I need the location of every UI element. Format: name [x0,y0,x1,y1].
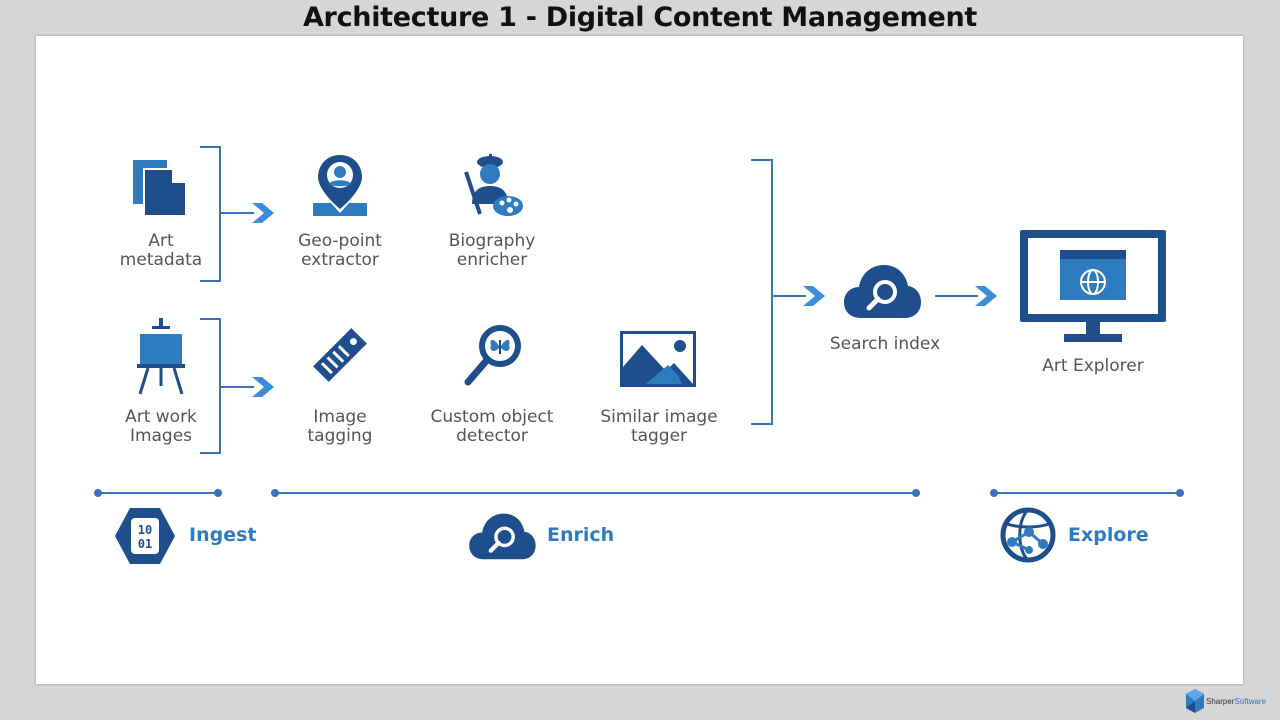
brand-text: SharperSoftware [1206,697,1266,706]
artist-palette-icon [464,154,523,216]
monitor-globe-icon [1020,230,1166,342]
node-label-line: tagging [307,426,373,446]
node-label-line: metadata [119,250,203,270]
node-label-line: detector [456,426,528,446]
landscape-image-icon [620,331,696,387]
map-pin-person-icon [313,155,367,216]
bracket-enrich-group [751,159,773,425]
node-art-metadata: Art metadata [101,232,221,270]
phase-label-ingest: Ingest [189,524,257,546]
node-biography-enricher: Biography enricher [432,232,552,270]
svg-text:01: 01 [138,537,152,551]
sharpersoftware-logo-icon [1186,689,1204,713]
node-label-line: enricher [456,250,528,270]
node-label-line: Art work [125,407,197,427]
node-label-line: Images [129,426,193,446]
node-label-line: Art [148,231,174,251]
magnifier-butterfly-icon [464,325,521,386]
node-label-line: Image [313,407,367,427]
phase-label-enrich: Enrich [547,524,615,546]
network-globe-icon [1000,507,1056,563]
binary-hexagon-icon: 10 01 [115,508,175,564]
tag-icon [313,328,367,382]
cloud-search-icon [469,513,536,560]
node-label-line: Similar image [600,407,718,427]
phase-label-explore: Explore [1068,524,1149,546]
node-custom-object-detector: Custom object detector [417,408,567,446]
node-label-line: extractor [301,250,379,270]
node-similar-image-tagger: Similar image tagger [584,408,734,446]
arrow-chevron-icon [252,203,274,223]
node-label-line: Biography [448,231,536,251]
easel-icon [137,318,185,395]
arrow-chevron-icon [252,377,274,397]
brand-text-part: Sharper [1206,697,1235,706]
page-title: Architecture 1 - Digital Content Managem… [302,2,978,33]
node-art-explorer: Art Explorer [1042,356,1144,376]
document-icon [133,160,187,217]
arrow-chevron-icon [803,286,825,306]
node-label-line: tagger [630,426,688,446]
brand-text-part: Software [1234,697,1267,706]
node-geo-point-extractor: Geo-point extractor [280,232,400,270]
cloud-search-icon [844,265,921,318]
arrow-chevron-icon [975,286,997,306]
node-label-line: Geo-point [298,231,382,251]
node-search-index: Search index [829,334,941,354]
node-image-tagging: Image tagging [280,408,400,446]
node-label-line: Custom object [430,407,554,427]
node-art-work-images: Art work Images [101,408,221,446]
svg-text:10: 10 [138,523,152,537]
